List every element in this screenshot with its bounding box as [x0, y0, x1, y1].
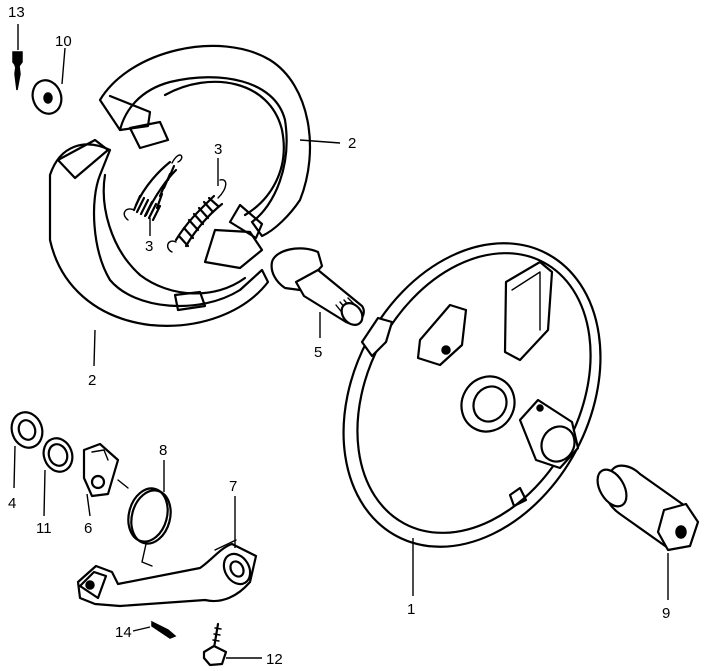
part-11-ring	[42, 437, 74, 473]
part-12-bolt	[202, 622, 228, 667]
part-3-spring-upper	[123, 154, 183, 222]
part-6-indicator-plate	[82, 442, 120, 498]
part-3-spring-lower	[166, 179, 227, 253]
part-9-collar	[596, 464, 700, 552]
callout-5: 5	[314, 344, 322, 361]
part-2-upper-brake-shoe	[98, 44, 312, 240]
callout-4: 4	[8, 495, 16, 512]
part-13-screw	[12, 51, 23, 91]
callout-1: 1	[407, 601, 415, 618]
part-5-cam-shaft	[270, 247, 365, 326]
callout-6: 6	[84, 520, 92, 537]
callout-8: 8	[159, 442, 167, 459]
part-1-brake-panel	[342, 242, 602, 548]
callout-2-upper: 2	[348, 135, 356, 152]
callout-7: 7	[229, 478, 237, 495]
callout-13: 13	[8, 4, 25, 21]
callouts: 13 10 2 3 3 5 2 1 9 4 11 6 8 7 14 12	[8, 4, 670, 668]
leader-lines	[13, 24, 669, 659]
part-4-washer	[10, 411, 44, 449]
callout-9: 9	[662, 605, 670, 622]
callout-10: 10	[55, 33, 72, 50]
callout-3-right: 3	[214, 141, 222, 158]
part-10-washer	[31, 79, 63, 115]
part-7-brake-arm	[76, 539, 258, 608]
callout-11: 11	[36, 520, 52, 537]
part-8-return-spring	[117, 479, 172, 567]
callout-12: 12	[266, 651, 283, 668]
callout-2-lower: 2	[88, 372, 96, 389]
callout-14: 14	[115, 624, 132, 641]
part-14-pin	[151, 620, 177, 639]
part-2-lower-brake-shoe	[48, 138, 270, 327]
callout-3-left: 3	[145, 238, 153, 255]
